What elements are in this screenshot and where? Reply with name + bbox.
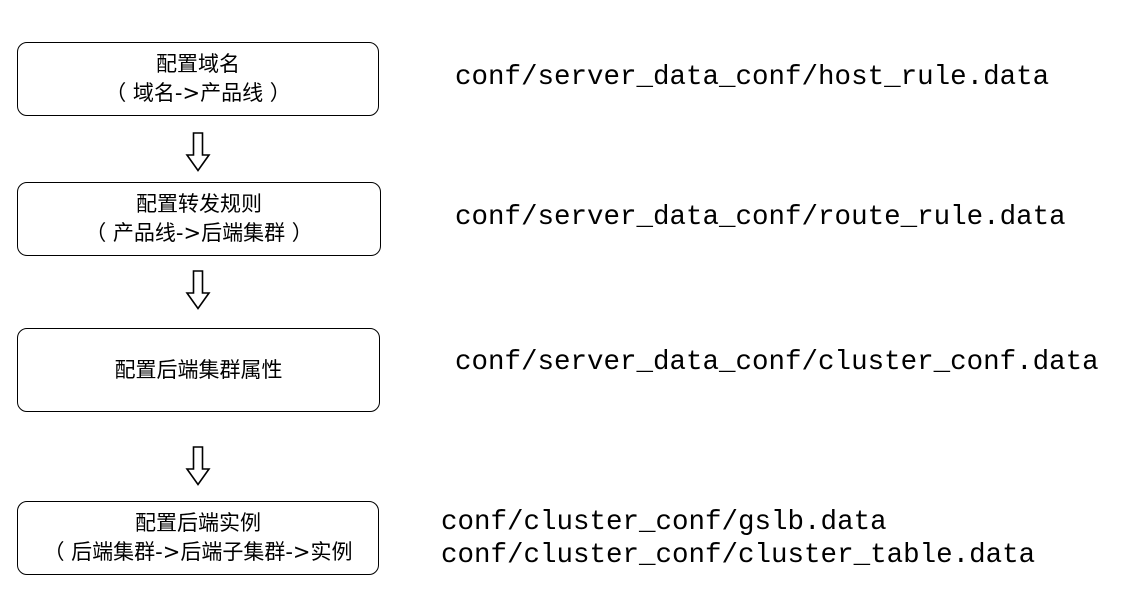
step-subtitle: （ 产品线->后端集群 ） (85, 221, 313, 245)
step-box-configure-domain: 配置域名 （ 域名->产品线 ） (17, 42, 379, 116)
down-arrow-icon (185, 132, 211, 172)
config-file-path: conf/cluster_conf/cluster_table.data (441, 540, 1036, 571)
config-file-path: conf/cluster_conf/gslb.data (441, 507, 887, 538)
step-subtitle: （ 域名->产品线 ） (105, 81, 291, 105)
config-file-path: conf/server_data_conf/cluster_conf.data (455, 347, 1099, 378)
step-box-configure-routing-rules: 配置转发规则 （ 产品线->后端集群 ） (17, 182, 381, 256)
step-title: 配置后端实例 (135, 511, 261, 535)
step-box-configure-cluster-attributes: 配置后端集群属性 (17, 328, 380, 412)
down-arrow-icon (185, 446, 211, 486)
step-title: 配置后端集群属性 (114, 357, 283, 382)
config-file-path: conf/server_data_conf/route_rule.data (455, 202, 1066, 233)
step-box-configure-backend-instances: 配置后端实例 （ 后端集群->后端子集群->实例 (17, 501, 379, 575)
step-subtitle: （ 后端集群->后端子集群->实例 (43, 540, 353, 564)
down-arrow-icon (185, 270, 211, 310)
config-file-path: conf/server_data_conf/host_rule.data (455, 62, 1050, 93)
step-title: 配置域名 (156, 52, 240, 76)
step-title: 配置转发规则 (136, 192, 262, 216)
